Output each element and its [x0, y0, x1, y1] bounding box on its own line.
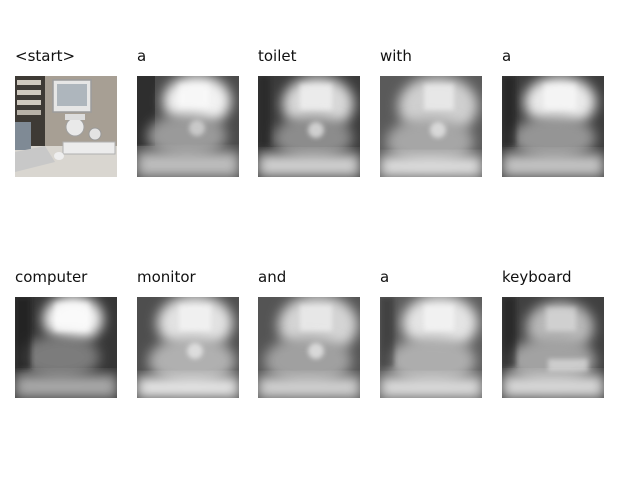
attention-map [502, 76, 604, 177]
frame-word: toilet [258, 47, 297, 65]
frame-word: monitor [137, 268, 196, 286]
frame-word: a [380, 268, 390, 286]
attention-map [258, 297, 360, 398]
attention-map [137, 76, 239, 177]
original-photo [15, 76, 117, 177]
attention-map [258, 76, 360, 177]
frame-word: a [502, 47, 512, 65]
frame-word: and [258, 268, 287, 286]
frame-word: with [380, 47, 412, 65]
frame-word: computer [15, 268, 88, 286]
frame-word: <start> [15, 47, 76, 65]
frame-word: a [137, 47, 147, 65]
attention-map [380, 76, 482, 177]
attention-map [380, 297, 482, 398]
attention-map [15, 297, 117, 398]
attention-map [137, 297, 239, 398]
attention-map [502, 297, 604, 398]
frame-word: keyboard [502, 268, 572, 286]
